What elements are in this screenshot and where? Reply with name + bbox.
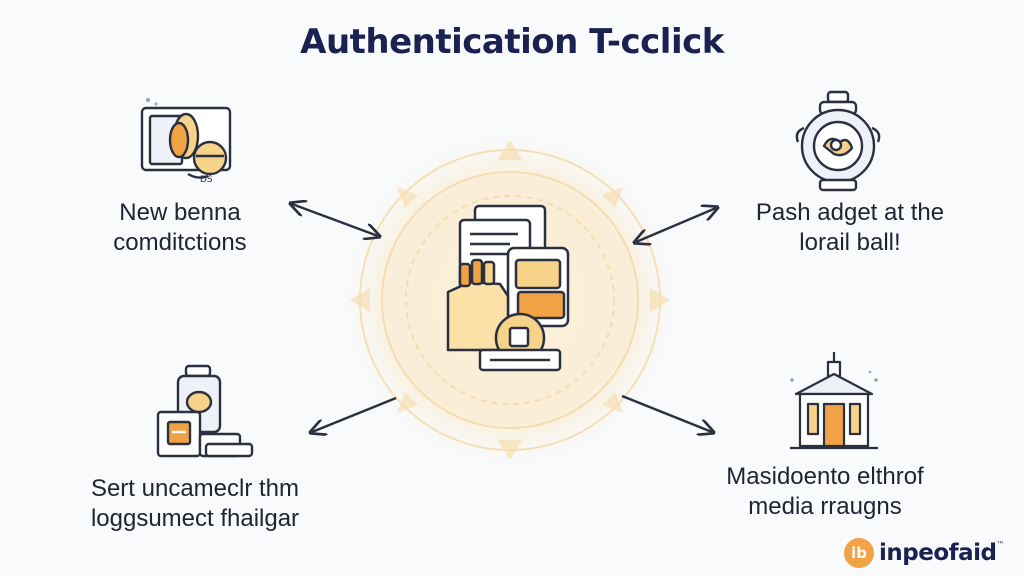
node-label-line: Masidoento elthrof bbox=[726, 463, 924, 490]
arrow-top-left bbox=[292, 204, 378, 236]
node-label-line: New benna bbox=[119, 199, 241, 226]
node-label-line: loggsumect fhailgar bbox=[90, 505, 300, 532]
arrow-top-right bbox=[636, 208, 716, 242]
building-icon bbox=[790, 352, 878, 450]
node-label-line: comditctions bbox=[113, 229, 247, 256]
diagram-title: Authentication T-cclick bbox=[300, 22, 724, 62]
arrow-bottom-right bbox=[621, 394, 712, 432]
boxes-stack-icon bbox=[156, 364, 254, 458]
node-label-bottom-right: Masidoento elthrof media rraugns bbox=[705, 462, 945, 522]
logo-badge-icon: ib bbox=[844, 538, 874, 568]
logo-trademark: ™ bbox=[996, 540, 1005, 549]
node-label-line: lorail ball! bbox=[799, 229, 901, 256]
node-label-bottom-left: Sert uncameclr thm loggsumect fhailgar bbox=[70, 474, 320, 534]
node-label-line: Pash adget at the bbox=[755, 199, 945, 226]
jar-seal-icon bbox=[795, 90, 881, 192]
document-coins-icon: DS bbox=[140, 98, 232, 185]
svg-text:DS: DS bbox=[200, 175, 213, 185]
brand-logo: ib inpeofaid ™ bbox=[844, 536, 1005, 570]
node-label-line: Sert uncameclr thm bbox=[90, 475, 300, 502]
arrow-bottom-left bbox=[312, 396, 397, 432]
logo-text: inpeofaid bbox=[879, 540, 997, 566]
document-stack-hand-icon bbox=[446, 204, 570, 372]
node-label-line: media rraugns bbox=[748, 493, 902, 520]
node-label-top-left: New benna comditctions bbox=[90, 198, 270, 258]
node-label-top-right: Pash adget at the lorail ball! bbox=[740, 198, 960, 258]
